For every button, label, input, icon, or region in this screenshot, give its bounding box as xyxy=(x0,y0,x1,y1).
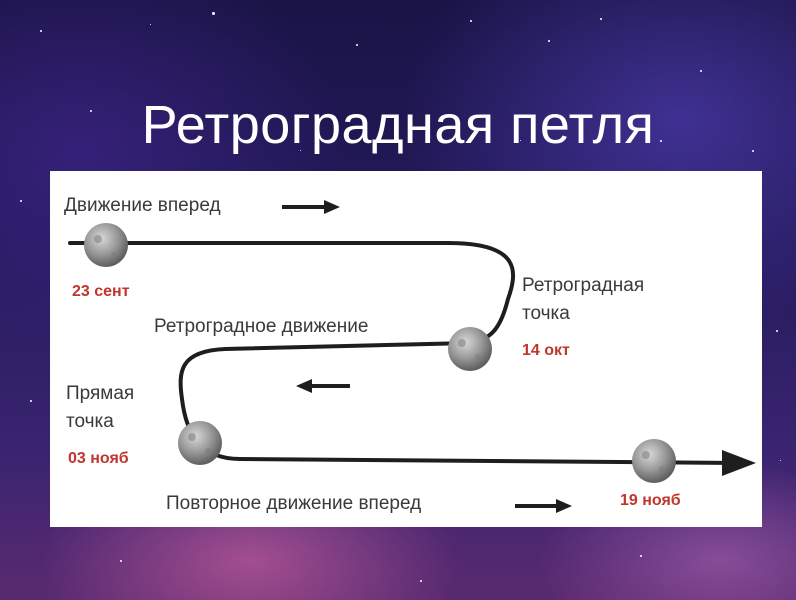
date-start: 23 сент xyxy=(72,283,130,300)
crater-details xyxy=(94,235,665,472)
date-retrograde: 14 окт xyxy=(522,342,570,359)
path-end-arrowhead xyxy=(722,450,756,476)
retrograde-point-label-line2: точка xyxy=(522,303,570,324)
retrograde-point-label-line1: Ретроградная xyxy=(522,275,645,296)
planet-sept-23 xyxy=(84,223,128,267)
retrograde-motion-label: Ретроградное движение xyxy=(154,316,369,337)
repeat-forward-arrow-icon xyxy=(515,499,572,513)
direct-point-label-line2: точка xyxy=(66,411,114,432)
date-direct: 03 нояб xyxy=(68,450,129,467)
forward-motion-label: Движение вперед xyxy=(64,195,221,216)
planet-nov-19 xyxy=(632,439,676,483)
retrograde-loop-diagram: Движение вперед 23 сент Ретроградная точ… xyxy=(50,171,762,527)
repeat-forward-motion-label: Повторное движение вперед xyxy=(166,493,422,514)
direct-point-label-line1: Прямая xyxy=(66,383,135,404)
planet-nov-03 xyxy=(178,421,222,465)
diagram-canvas xyxy=(68,200,756,513)
slide-title: Ретроградная петля xyxy=(141,95,655,156)
date-end: 19 нояб xyxy=(620,492,681,509)
planet-oct-14 xyxy=(448,327,492,371)
backward-arrow-icon xyxy=(296,379,350,393)
forward-arrow-icon xyxy=(282,200,340,214)
